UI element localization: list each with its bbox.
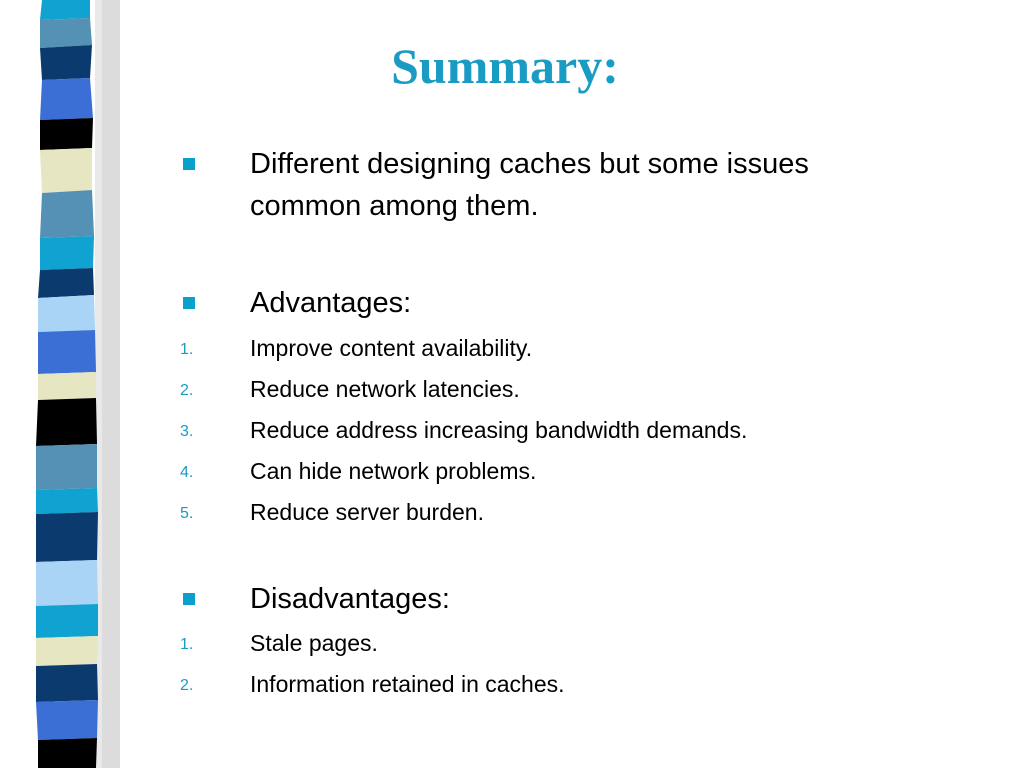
square-bullet-icon [183,158,195,170]
list-number: 3. [180,423,194,440]
disadvantage-item: Information retained in caches. [250,671,565,697]
list-number: 2. [180,382,194,399]
square-bullet-icon [183,593,195,605]
disadvantages-heading: Disadvantages: [250,583,450,615]
list-number: 2. [180,677,194,694]
decorative-stripe-bar [36,0,120,768]
advantage-item: Reduce network latencies. [250,376,520,402]
list-number: 5. [180,505,194,522]
advantage-item: Reduce address increasing bandwidth dema… [250,417,748,443]
disadvantage-item: Stale pages. [250,630,378,656]
list-number: 4. [180,464,194,481]
square-bullet-icon [183,297,195,309]
list-number: 1. [180,341,194,358]
intro-line-2: common among them. [250,190,539,222]
intro-line-1: Different designing caches but some issu… [250,148,809,180]
advantage-item: Reduce server burden. [250,499,484,525]
slide-title: Summary: [391,38,619,94]
advantages-heading: Advantages: [250,287,412,319]
advantage-item: Improve content availability. [250,335,533,361]
advantage-item: Can hide network problems. [250,458,537,484]
list-number: 1. [180,636,194,653]
